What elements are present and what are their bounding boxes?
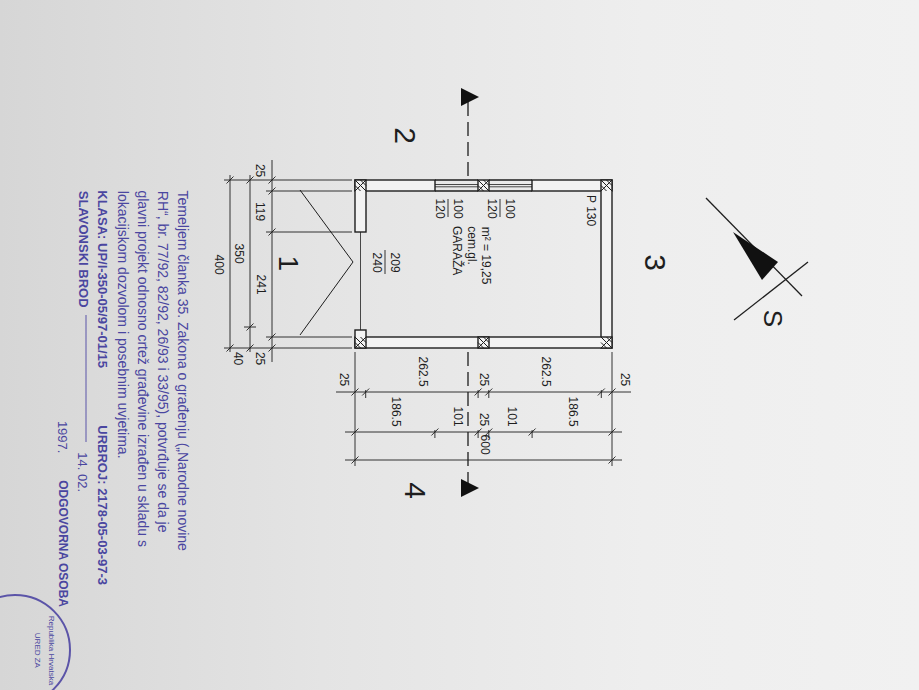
section-number: 3 <box>638 254 671 271</box>
place-name: SLAVONSKI BROD <box>75 190 89 307</box>
opening-note: P 130 <box>583 195 596 226</box>
date: 14. 02. <box>75 452 89 492</box>
dimension: 25 <box>337 373 350 386</box>
door-height: 209 <box>387 252 400 272</box>
dimension: 119 <box>253 202 266 221</box>
official-title: ODGOVORNA OSOBA <box>55 480 68 607</box>
section-number: 1 <box>272 255 303 271</box>
section-number: 2 <box>388 127 421 144</box>
floor-finish: cem.gl. <box>464 226 477 265</box>
room-area: m² = 19,25 <box>479 226 492 284</box>
dimension: 40 <box>231 351 244 364</box>
class-number: KLASA: UP/I-350-05/97-01/15 <box>95 190 109 368</box>
dimension: 241 <box>253 274 266 294</box>
door-width: 240 <box>369 252 382 272</box>
approval-text: Temeljem članka 35. Zakona o građenju („… <box>174 190 189 550</box>
fraction-bar <box>385 250 386 274</box>
north-letter: S <box>758 309 787 326</box>
dimension: 186.5 <box>565 396 578 426</box>
approval-text: glavni projekt odnosno crtež građevine i… <box>135 190 150 546</box>
window-width: 120 <box>484 198 497 218</box>
dimension: 350 <box>231 243 244 263</box>
approval-text: lokacijskom dozvolom i posebnim uvjetima… <box>114 190 129 458</box>
dimension: 25 <box>477 373 490 386</box>
stamp-text: Republika Hrvatska <box>46 615 55 684</box>
window-height: 100 <box>450 198 463 218</box>
dimension: 25 <box>477 413 490 426</box>
dimension: 600 <box>477 434 490 454</box>
room-name: GARAŽA <box>450 226 463 275</box>
reg-number: URBROJ: 2178-05-03-97-3 <box>95 425 109 585</box>
window-width: 120 <box>432 198 445 218</box>
section-number: 4 <box>398 482 431 499</box>
fraction-bar <box>448 199 449 217</box>
dimension: 101 <box>450 406 463 426</box>
dimension: 25 <box>253 351 266 364</box>
room: GARAŽAcem.gl.m² = 19,25 <box>366 191 601 337</box>
dimension: 25 <box>618 373 631 386</box>
stamp-text: URED ZA <box>32 632 41 667</box>
dimension: 101 <box>504 406 517 426</box>
dimension: 186.5 <box>388 396 401 426</box>
year: 1997. <box>55 420 69 453</box>
dimension: 400 <box>211 254 224 274</box>
fraction-bar <box>500 199 501 217</box>
approval-text: RH“, br. 77/92, 82/92, 26/93 i 33/95), p… <box>154 190 169 532</box>
dimension: 25 <box>253 163 266 176</box>
dimension: 262.5 <box>415 356 428 386</box>
window-height: 100 <box>502 198 515 218</box>
dimension: 262.5 <box>538 356 551 386</box>
